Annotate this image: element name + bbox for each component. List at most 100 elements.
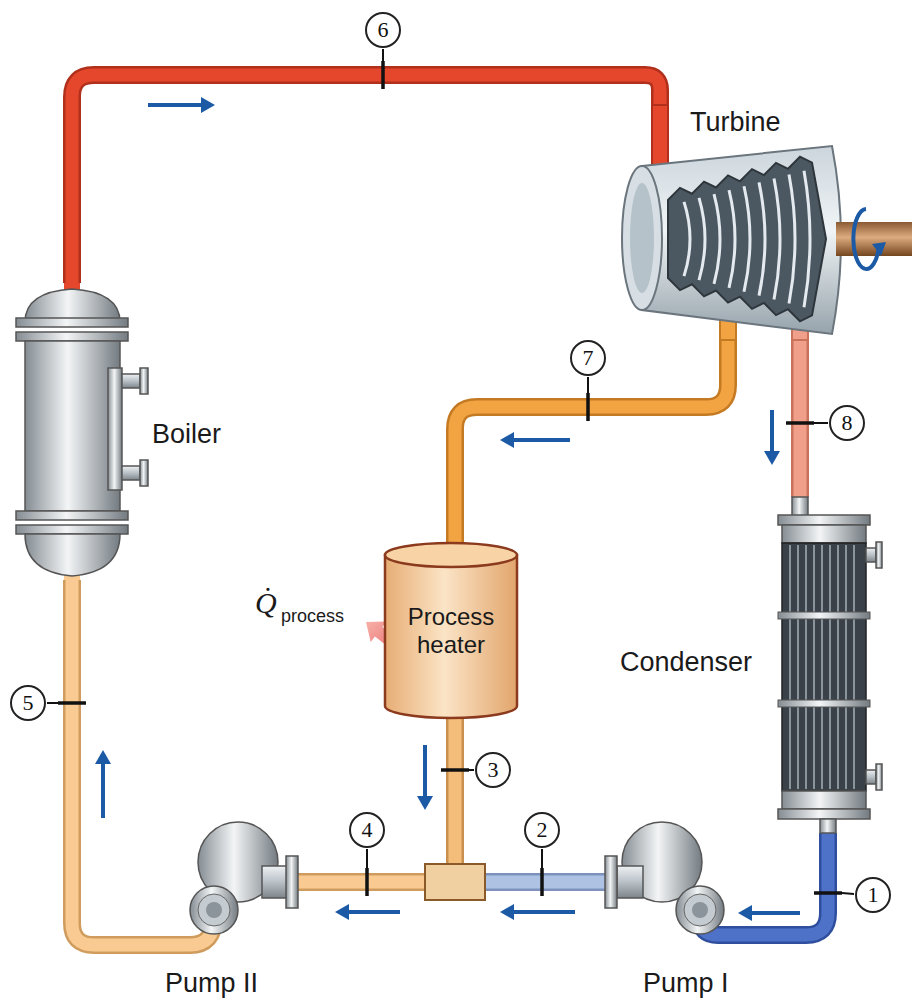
pump-drawing-part (262, 866, 288, 898)
turbine-drawing-part (789, 175, 795, 304)
condenser-drawing-part (820, 819, 836, 833)
condenser-drawing-part (821, 545, 823, 789)
condenser-drawing-part (792, 497, 808, 517)
leader-stubs-part (382, 49, 384, 61)
turbine-drawing-part (652, 105, 668, 167)
turbine-drawing-part (774, 178, 780, 299)
pump-drawing-part (605, 856, 617, 908)
boiler-drawing-part (16, 332, 128, 341)
turbine-drawing-part (699, 198, 705, 280)
condenser-drawing-part (837, 545, 839, 789)
pump-drawing-part (692, 902, 708, 918)
pipe-wall (446, 718, 464, 882)
condenser-drawing-part (813, 545, 815, 789)
leader-stubs-part (587, 377, 589, 393)
leader-stubs (47, 49, 854, 894)
condenser-drawing-part (789, 545, 791, 789)
callout-number: 2 (524, 812, 560, 848)
turbine-drawing-part (622, 166, 662, 310)
flow-arrowhead (500, 432, 514, 448)
leader-stubs-part (47, 702, 58, 704)
condenser-drawing-part (782, 543, 866, 791)
leader-stubs-part (469, 769, 474, 771)
pipe (72, 75, 660, 283)
pipe-fluid (745, 833, 828, 935)
turbine: Turbine (615, 105, 912, 340)
turbine-drawing-part (853, 209, 879, 269)
pump: Pump II (158, 812, 298, 1002)
flow-arrowhead (764, 451, 780, 465)
condenser-drawing-part (866, 548, 876, 562)
condenser-drawing-part (782, 791, 866, 809)
condenser-drawing-part (829, 545, 831, 789)
boiler-drawing-part (25, 341, 120, 511)
flow-arrow (349, 910, 400, 914)
turbine-drawing-part (630, 183, 654, 293)
flow-arrowhead (335, 904, 349, 920)
flow-arrow (148, 103, 201, 107)
condenser-drawing-part (778, 612, 870, 619)
turbine-drawing-part (759, 182, 765, 295)
flow-arrow (514, 910, 575, 914)
pipe (738, 833, 828, 935)
condenser-drawing-part (805, 545, 807, 789)
leader-stubs-part (366, 849, 368, 868)
process-heater: Process heater (383, 543, 519, 718)
flow-arrowhead (500, 904, 514, 920)
condenser-drawing-part (778, 700, 870, 707)
boiler-drawing-part (122, 374, 140, 388)
boiler-drawing-part (25, 289, 120, 322)
pipe-fluid (455, 340, 728, 543)
pump-drawing-part (198, 894, 230, 926)
boiler-drawing-part (16, 525, 128, 534)
state-ticks-part (365, 868, 369, 896)
pipe-fluid (449, 718, 462, 882)
component-label: Boiler (152, 419, 221, 450)
flow-arrowhead (417, 796, 433, 810)
pipe (72, 580, 158, 945)
turbine-drawing-part (836, 222, 912, 256)
callout-number: 3 (475, 752, 511, 788)
component-label: Pump I (643, 968, 729, 999)
state-ticks-part (586, 393, 590, 421)
pump-drawing-part (684, 894, 716, 926)
state-ticks (58, 61, 842, 896)
turbine-drawing-part (642, 146, 841, 334)
boiler: Boiler (10, 283, 235, 580)
leader-stubs-part (541, 849, 543, 868)
callout-number: 7 (570, 340, 606, 376)
condenser-drawing-part (866, 770, 876, 784)
component-label: Pump II (165, 968, 258, 999)
callout-number: 4 (349, 812, 385, 848)
state-ticks-part (441, 768, 469, 772)
flow-arrowhead (738, 905, 752, 921)
turbine-drawing-part (668, 157, 826, 322)
turbine-drawing-part (872, 242, 886, 256)
pump: Pump I (605, 812, 745, 1002)
flow-arrow (752, 911, 800, 915)
callout-number: 8 (829, 405, 865, 441)
state-ticks-part (381, 61, 385, 89)
pipe (455, 340, 728, 543)
state-ticks-part (814, 891, 842, 895)
flow-arrowhead (201, 97, 215, 113)
condenser-drawing-part (876, 764, 882, 790)
boiler-drawing-part (140, 460, 148, 486)
turbine-drawing-part (804, 171, 810, 308)
component-label: Process heater (383, 603, 519, 658)
boiler-drawing-part (25, 534, 120, 576)
condenser: Condenser (615, 497, 880, 833)
state-ticks-part (58, 701, 86, 705)
condenser-drawing-part (778, 809, 870, 819)
pipe-wall (72, 75, 660, 283)
pipe-wall (791, 340, 809, 497)
pipe (764, 340, 800, 497)
callout-number: 6 (365, 12, 401, 48)
pipe-fluid (72, 75, 660, 283)
pipe (298, 718, 455, 882)
boiler-drawing-part (16, 511, 128, 520)
pipe-fluid (72, 580, 158, 945)
pump-drawing-part (286, 856, 298, 908)
